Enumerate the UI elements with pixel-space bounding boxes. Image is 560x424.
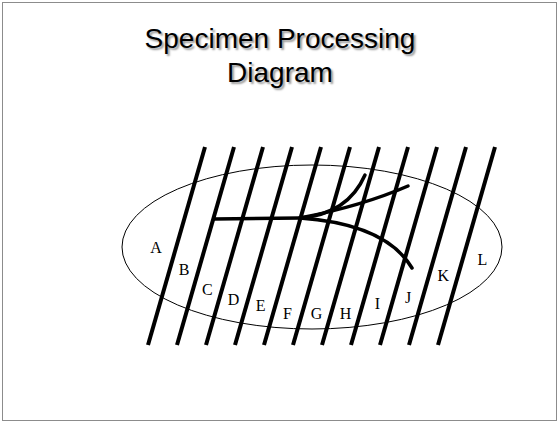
section-letter: C bbox=[202, 282, 213, 298]
duct-branch bbox=[300, 218, 412, 268]
section-letter: H bbox=[340, 306, 352, 322]
slice-lines bbox=[148, 147, 495, 345]
duct-tree bbox=[214, 175, 412, 268]
section-letter: A bbox=[150, 240, 162, 256]
slice-line bbox=[380, 147, 437, 345]
slice-line bbox=[235, 147, 292, 345]
duct-stem bbox=[214, 218, 300, 219]
slice-line bbox=[322, 147, 379, 345]
slice-line bbox=[409, 147, 466, 345]
section-letter: L bbox=[478, 252, 488, 268]
slice-line bbox=[148, 147, 205, 345]
section-letter: D bbox=[228, 292, 240, 308]
slide-frame bbox=[3, 3, 557, 421]
slice-line bbox=[206, 147, 263, 345]
duct-branch bbox=[300, 186, 408, 218]
section-letter: F bbox=[283, 306, 292, 322]
slice-line bbox=[177, 147, 234, 345]
specimen-outline bbox=[122, 165, 502, 329]
section-letter: K bbox=[438, 268, 450, 284]
section-letter: B bbox=[179, 262, 190, 278]
slice-line bbox=[438, 147, 495, 345]
section-letter: I bbox=[375, 296, 380, 312]
section-letter: E bbox=[256, 298, 266, 314]
slice-line bbox=[351, 147, 408, 345]
slide-title: Specimen Processing Diagram bbox=[120, 22, 440, 90]
section-letter: J bbox=[405, 290, 411, 306]
section-letter: G bbox=[311, 306, 323, 322]
